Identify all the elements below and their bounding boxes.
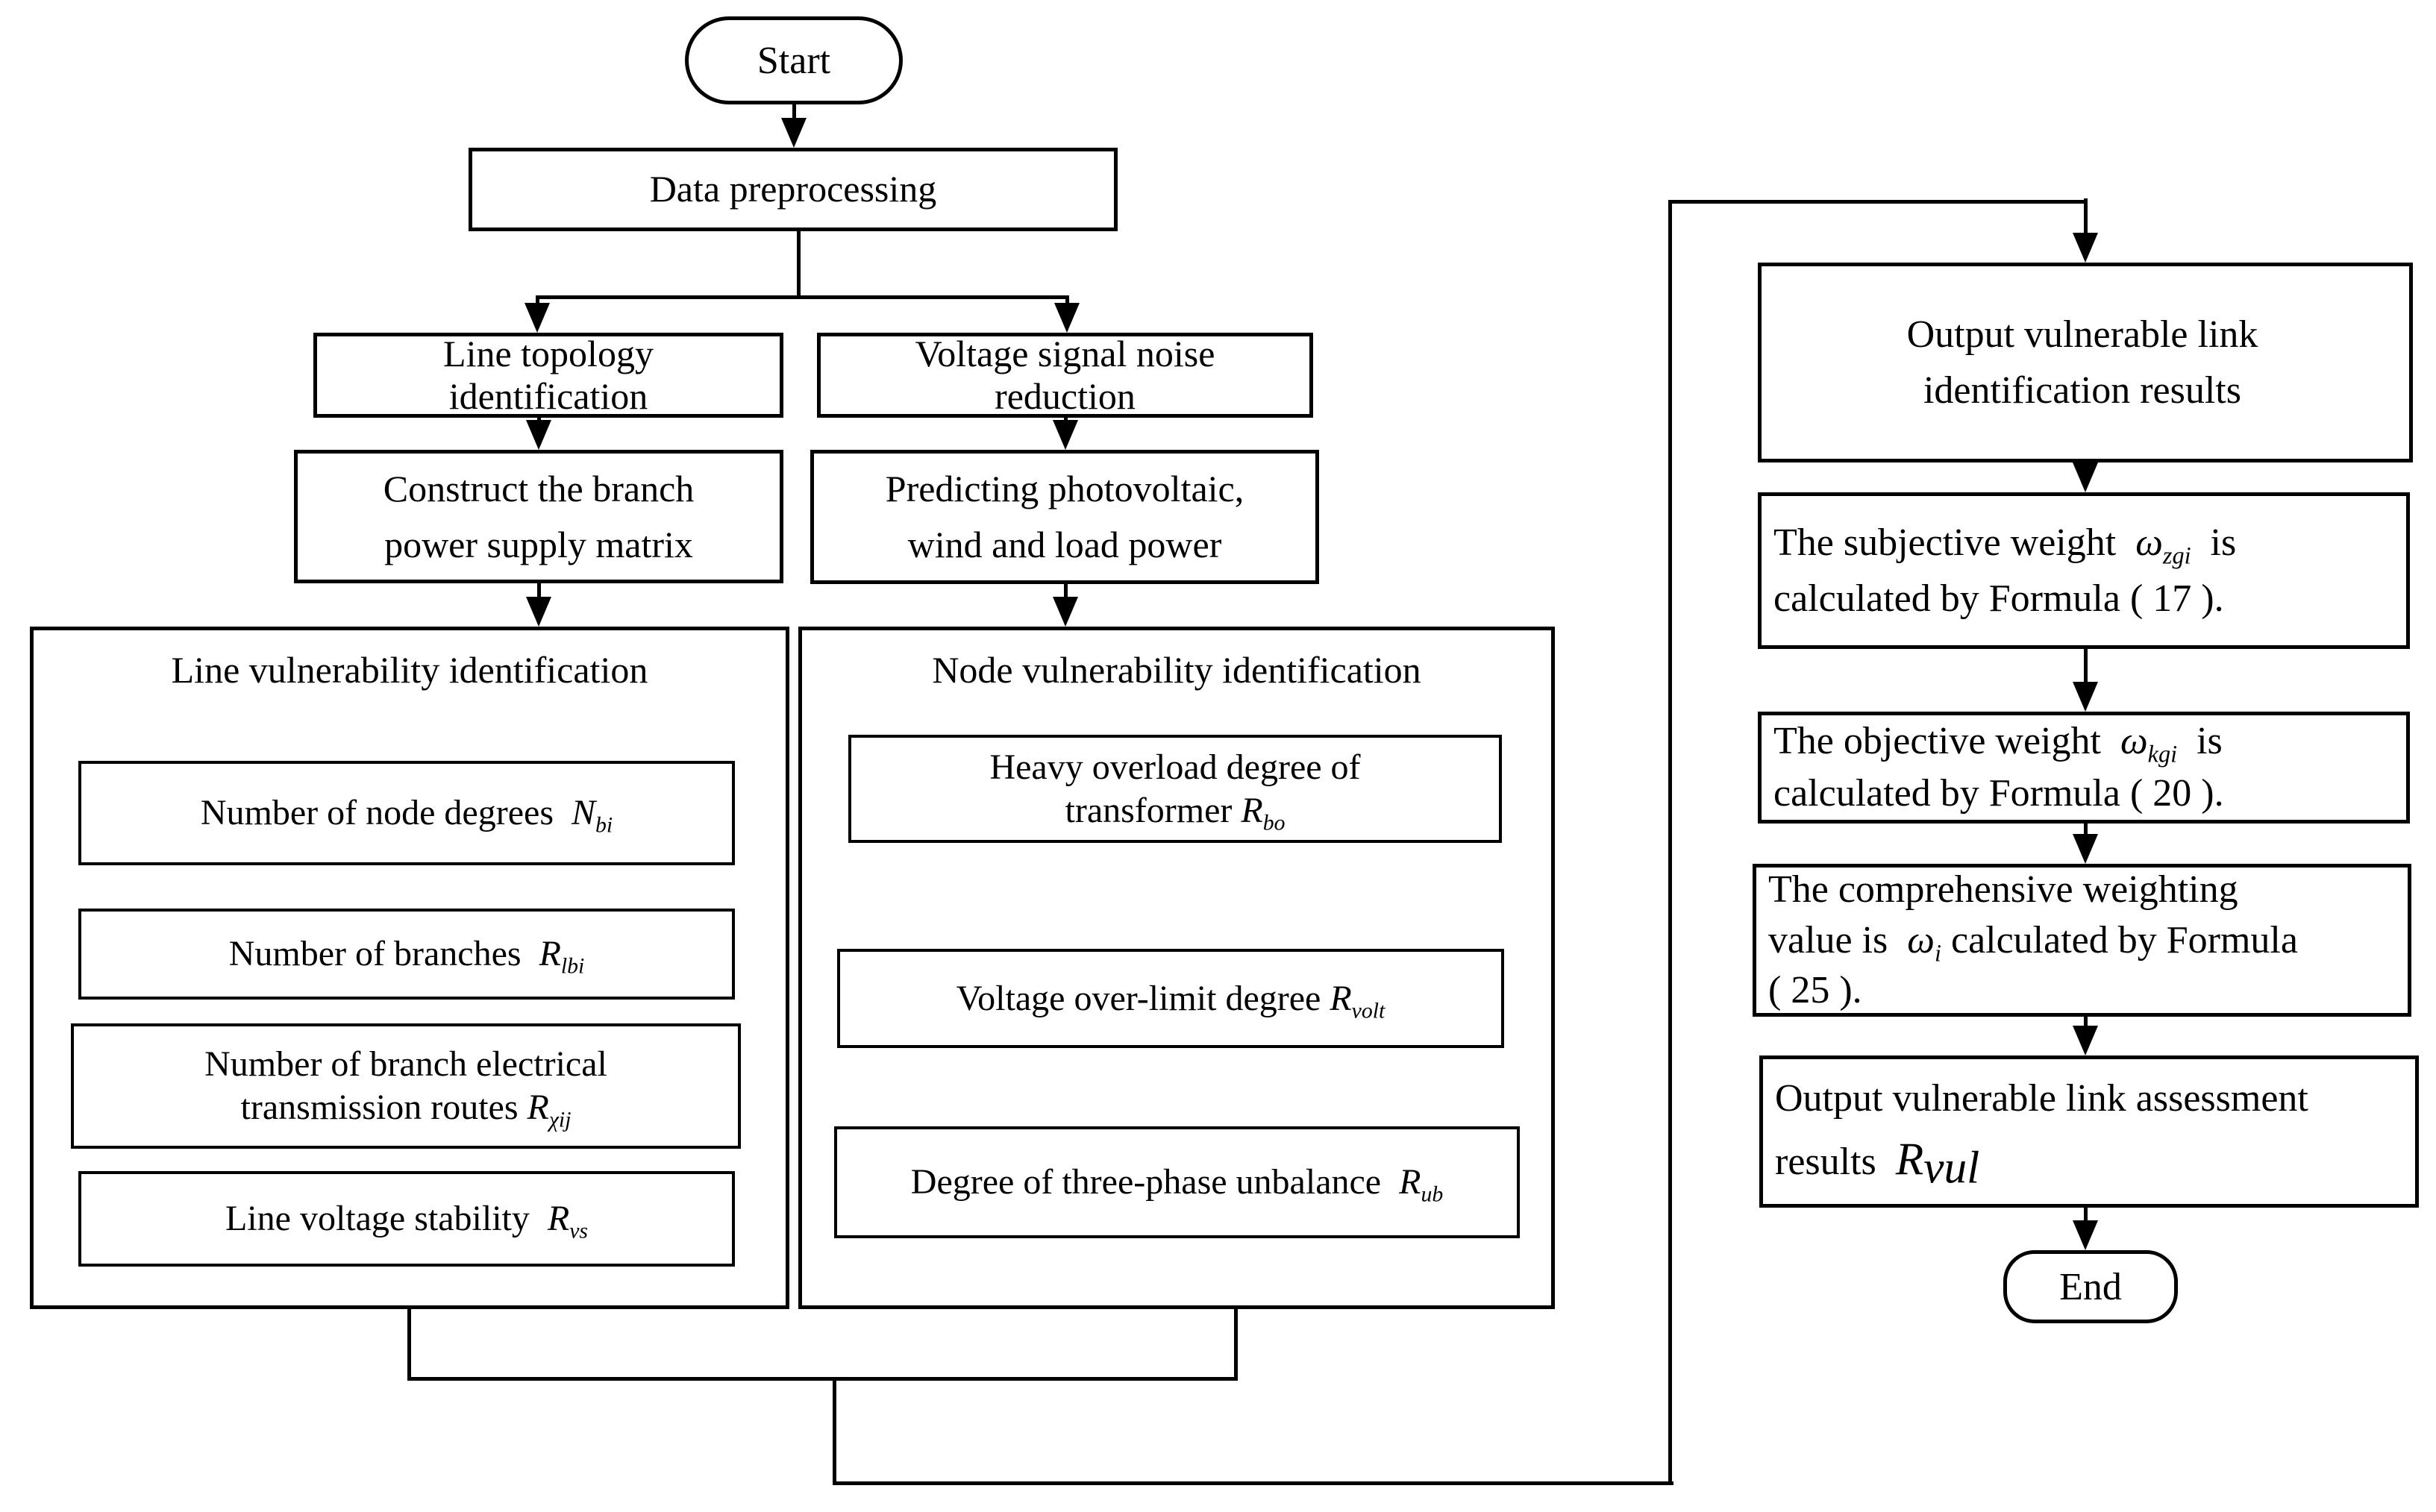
arrow-line-container-head: [526, 597, 551, 627]
line-vulnerability-title: Line vulnerability identification: [171, 649, 648, 691]
arrow-topology-shaft: [536, 295, 539, 309]
arrow-comprehensive-shaft: [2084, 822, 2088, 837]
arrow-output-ident-shaft: [2084, 198, 2088, 236]
connector-bracket-right: [1234, 1306, 1238, 1381]
arrow-end-head: [2073, 1220, 2098, 1250]
start-node: Start: [685, 16, 903, 104]
end-label: End: [2059, 1265, 2122, 1308]
arrow-line-container-shaft: [537, 582, 541, 600]
box-voltage-stability: Line voltage stability Rvs: [78, 1171, 735, 1267]
start-label: Start: [757, 39, 831, 82]
arrow-noise-head: [1054, 303, 1080, 333]
connector-bracket-left: [407, 1306, 411, 1381]
box-data-preprocessing: Data preprocessing: [469, 148, 1118, 231]
branches-label: Number of branches Rlbi: [228, 934, 585, 979]
predict-power-label: Predicting photovoltaic,wind and load po…: [885, 468, 1244, 565]
arrow-construct-head: [526, 420, 551, 450]
arrow-comprehensive-head: [2073, 834, 2098, 864]
node-vulnerability-title: Node vulnerability identification: [932, 649, 1421, 691]
connector-bottom-hline: [833, 1481, 1673, 1485]
voltage-stability-label: Line voltage stability Rvs: [225, 1199, 589, 1243]
arrow-objective-shaft: [2084, 647, 2088, 685]
box-branches: Number of branches Rlbi: [78, 909, 735, 1000]
connector-split-stem: [797, 231, 801, 297]
box-unbalance-degree: Degree of three-phase unbalance Rub: [834, 1126, 1520, 1238]
arrow-subjective-head: [2073, 462, 2098, 492]
end-node: End: [2003, 1250, 2178, 1323]
connector-right-vline: [1668, 200, 1672, 1485]
connector-junction-down: [833, 1377, 836, 1485]
arrow-end-shaft: [2084, 1206, 2088, 1223]
arrow-assessment-shaft: [2084, 1015, 2088, 1029]
box-node-degrees: Number of node degrees Nbi: [78, 761, 735, 865]
arrow-noise-shaft: [1065, 295, 1069, 309]
arrow-topology-head: [525, 303, 550, 333]
arrow-predict-head: [1053, 420, 1078, 450]
over-limit-degree-label: Voltage over-limit degree Rvolt: [956, 978, 1385, 1023]
arrow-output-ident-head: [2073, 233, 2098, 263]
connector-bracket-bottom: [407, 1377, 1238, 1381]
arrow-start-shaft: [792, 104, 796, 124]
box-predict-power: Predicting photovoltaic,wind and load po…: [810, 450, 1319, 584]
arrow-node-container-head: [1053, 597, 1078, 627]
arrow-start-head: [781, 118, 807, 148]
connector-split-hline: [536, 295, 1069, 299]
connector-top-hline: [1668, 200, 2087, 204]
arrow-assessment-head: [2073, 1026, 2098, 1055]
arrow-objective-head: [2073, 682, 2098, 712]
box-over-limit-degree: Voltage over-limit degree Rvolt: [837, 949, 1504, 1048]
node-degrees-label: Number of node degrees Nbi: [200, 793, 613, 838]
arrow-node-container-shaft: [1064, 582, 1068, 600]
unbalance-degree-label: Degree of three-phase unbalance Rub: [910, 1162, 1444, 1207]
data-preprocessing-label: Data preprocessing: [649, 168, 937, 210]
